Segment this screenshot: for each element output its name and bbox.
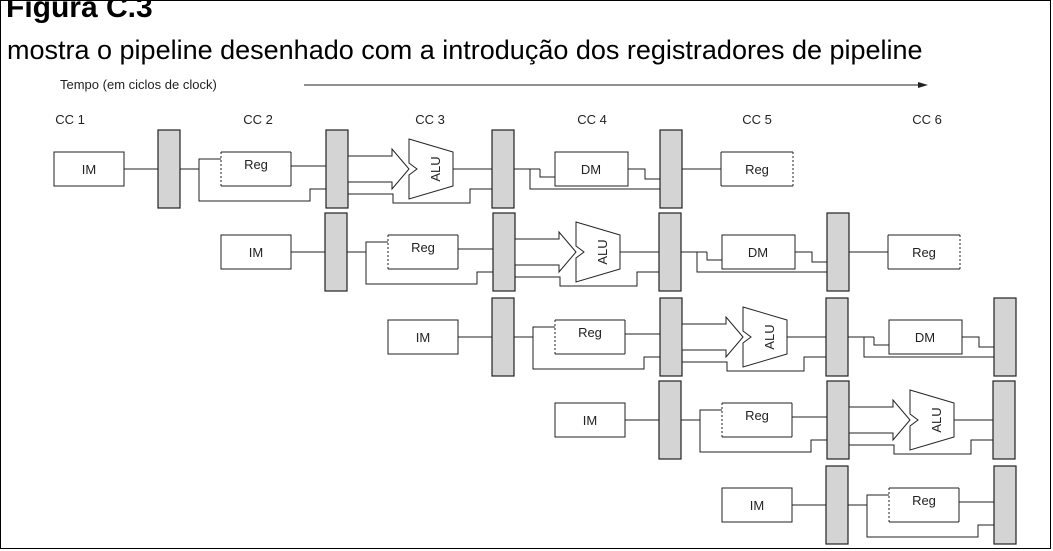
cycle-labels: CC 1 CC 2 CC 3 CC 4 CC 5 CC 6 <box>55 112 942 127</box>
alu-shape <box>909 389 955 451</box>
im-label: IM <box>416 330 430 345</box>
wire <box>365 271 493 285</box>
wire <box>873 337 889 346</box>
wire <box>198 188 326 202</box>
wire <box>866 524 994 538</box>
data-path-arrow <box>681 315 744 359</box>
pipeline-register <box>992 380 1016 460</box>
wire <box>706 252 722 261</box>
cycle-label: CC 3 <box>415 112 445 127</box>
pipeline-register <box>658 380 682 460</box>
reg-writeback-label: Reg <box>745 162 769 177</box>
wire <box>198 158 221 197</box>
wire <box>348 188 492 204</box>
wire <box>962 336 994 348</box>
instruction-memory-box <box>53 151 125 187</box>
wire <box>866 494 889 533</box>
pipeline-register <box>826 380 850 460</box>
wire <box>529 169 660 190</box>
instruction-row: IM Reg ALU <box>554 380 1016 460</box>
instruction-row: IM Reg ALU DM <box>387 297 1017 377</box>
reg-label: Reg <box>912 493 936 508</box>
pipeline-register <box>825 465 849 545</box>
pipeline-register <box>993 465 1017 545</box>
wire <box>539 169 555 178</box>
pipeline-register <box>658 212 682 292</box>
im-label: IM <box>82 162 96 177</box>
wire <box>863 337 994 358</box>
pipeline-register <box>491 297 515 377</box>
wire <box>365 241 388 280</box>
alu-shape <box>575 221 621 283</box>
instruction-row: IM Reg ALU DM Reg <box>53 129 794 209</box>
alu-shape <box>742 306 788 368</box>
wire <box>532 356 660 370</box>
reg-label: Reg <box>244 157 268 172</box>
instruction-row: IM Reg <box>721 465 1017 545</box>
wire <box>532 326 555 365</box>
wire <box>682 356 826 372</box>
pipeline-register <box>157 129 181 209</box>
pipeline-register <box>659 129 683 209</box>
pipeline-register <box>826 212 850 292</box>
cycle-label: CC 1 <box>55 112 85 127</box>
pipeline-register <box>325 129 349 209</box>
wire <box>699 439 827 453</box>
reg-label: Reg <box>578 325 602 340</box>
im-label: IM <box>750 498 764 513</box>
time-axis-arrowhead <box>918 82 928 88</box>
im-label: IM <box>249 245 263 260</box>
data-path-arrow <box>347 147 410 191</box>
instruction-memory-box <box>220 234 292 270</box>
wire <box>849 439 993 455</box>
time-axis-label: Tempo (em ciclos de clock) <box>60 77 217 92</box>
im-label: IM <box>583 413 597 428</box>
pipeline-register <box>659 297 683 377</box>
wire <box>699 409 722 448</box>
data-path-arrow <box>514 230 577 274</box>
wire <box>628 168 660 180</box>
instruction-memory-box <box>721 487 793 523</box>
wire <box>795 251 827 263</box>
alu-label: ALU <box>762 324 777 349</box>
dm-label: DM <box>915 330 935 345</box>
alu-shape <box>408 138 454 200</box>
time-header: Tempo (em ciclos de clock) <box>60 77 928 92</box>
alu-label: ALU <box>929 407 944 432</box>
figure-caption: mostra o pipeline desenhado com a introd… <box>7 35 923 65</box>
cycle-label: CC 5 <box>742 112 772 127</box>
cycle-label: CC 4 <box>577 112 607 127</box>
dm-label: DM <box>581 162 601 177</box>
pipeline-register <box>324 212 348 292</box>
pipeline-register <box>993 297 1017 377</box>
reg-writeback-label: Reg <box>912 245 936 260</box>
wire <box>515 271 659 287</box>
dm-label: DM <box>748 245 768 260</box>
instruction-memory-box <box>387 319 459 355</box>
data-path-arrow <box>848 398 911 442</box>
pipeline-register <box>491 129 515 209</box>
cycle-label: CC 6 <box>912 112 942 127</box>
alu-label: ALU <box>428 156 443 181</box>
wire <box>696 252 827 273</box>
figure-title: Figura C.3 <box>6 0 153 24</box>
alu-label: ALU <box>595 239 610 264</box>
pipeline-register <box>825 297 849 377</box>
cycle-label: CC 2 <box>243 112 273 127</box>
data-memory-box <box>554 151 629 187</box>
reg-label: Reg <box>411 240 435 255</box>
instruction-row: IM Reg ALU DM Reg <box>220 212 961 292</box>
reg-label: Reg <box>745 408 769 423</box>
pipeline-register <box>492 212 516 292</box>
